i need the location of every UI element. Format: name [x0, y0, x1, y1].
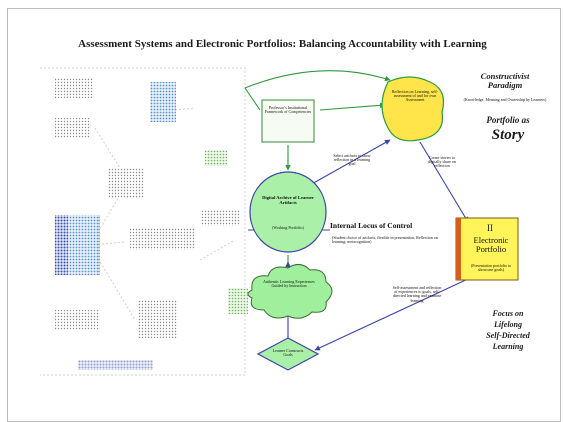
faded-text — [78, 360, 153, 370]
learning-experiences-cloud — [247, 264, 333, 319]
digital-archive-label: Digital Archive of Learner Artifacts — [262, 195, 314, 205]
cloud-label: Authentic Learning Experiences Guided by… — [263, 279, 315, 289]
create-digital-label: Create stories to digitally share on ref… — [428, 155, 456, 169]
eportfolio-number: II — [487, 223, 493, 233]
focus-line-1: Focus on — [492, 309, 524, 318]
faded-node — [228, 288, 248, 314]
faded-text — [108, 168, 144, 198]
paradigm-heading: Constructivist Paradigm — [480, 71, 530, 90]
faded-text — [55, 118, 91, 138]
self-assessment-label: Self-assessment and reflection of experi… — [392, 285, 442, 303]
digital-archive-sublabel: (Working Portfolio) — [272, 225, 304, 230]
slide-title: Assessment Systems and Electronic Portfo… — [78, 38, 487, 50]
reflection-node — [381, 76, 445, 142]
internal-locus-title: Internal Locus of Control — [330, 221, 413, 230]
focus-line-3: Self-Directed — [486, 331, 530, 340]
faded-node — [205, 150, 227, 166]
faded-text — [138, 300, 178, 338]
paradigm-subtext: (Knowledge, Meaning and Ownership by Lea… — [463, 97, 547, 102]
select-artifacts-label: Select artifacts to show reflection in a… — [333, 153, 371, 167]
focus-line-2: Lifelong — [494, 320, 522, 329]
faded-text — [55, 78, 93, 98]
faded-node — [150, 82, 176, 122]
eportfolio-sublabel: (Presentation portfolio to showcase goal… — [470, 263, 512, 273]
internal-locus-body: (Student choice of artifacts, flexible i… — [332, 235, 438, 245]
faded-text — [130, 228, 195, 250]
professor-framework-box — [261, 99, 315, 143]
reflection-label: Reflection on Learning, self-assessment … — [391, 89, 439, 103]
story-label: Story — [491, 127, 525, 143]
professor-box-label: Professor’s Institutional Framework of C… — [264, 105, 312, 115]
electronic-portfolio-box — [455, 217, 519, 281]
portfolio-as-label: Portfolio as — [486, 115, 530, 125]
faded-text — [200, 210, 240, 226]
diamond-label: Learner Constructs Goals — [272, 348, 304, 358]
faded-node — [68, 215, 98, 275]
green-connectors — [244, 70, 391, 270]
goals-diamond — [256, 337, 320, 371]
left-hierarchy-panel — [40, 67, 248, 376]
eportfolio-title: Electronic Portfolio — [473, 235, 509, 254]
faded-text — [55, 310, 100, 330]
digital-archive-node — [249, 171, 327, 253]
focus-line-4: Learning — [492, 342, 524, 351]
